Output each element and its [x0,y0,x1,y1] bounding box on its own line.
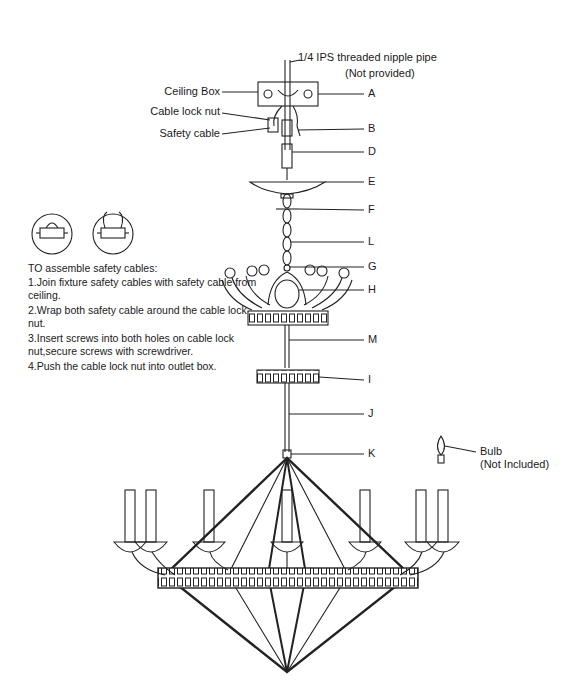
part-name: Ceiling Box [164,85,220,98]
candle-cup [135,542,167,552]
candle-sleeve [438,490,448,542]
candle-sleeve [416,490,426,542]
callout-letter: M [368,333,377,346]
callout-letter: J [368,407,374,420]
part-name: Safety cable [159,127,220,140]
candle-cup [349,542,381,552]
candle-sleeve [204,490,214,542]
candle-sleeve [125,490,135,542]
instruction-step: 4.Push the cable lock nut into outlet bo… [28,360,266,373]
instruction-step: 1.Join fixture safety cables with safety… [28,276,266,302]
instruction-step: 3.Insert screws into both holes on cable… [28,332,266,358]
callout-letter: F [368,203,375,216]
instruction-heading: TO assemble safety cables: [28,262,266,275]
callout-letter: H [368,283,376,296]
part-note: (Not provided) [345,67,415,80]
part-note: (Not Included) [480,458,549,471]
callout-letter: D [368,145,376,158]
candle-sleeve [360,490,370,542]
callout-letter: A [368,87,375,100]
instruction-step: 2.Wrap both safety cable around the cabl… [28,304,266,330]
callout-letter: L [368,235,374,248]
callout-letter: G [368,260,377,273]
candle-cup [193,542,225,552]
candle-sleeve [146,490,156,542]
callout-letter: B [368,122,375,135]
candle-cup [114,542,146,552]
candle-cup [427,542,459,552]
callout-letter: E [368,175,375,188]
part-name: Bulb [480,445,502,458]
callout-letter: K [368,447,375,460]
candle-sleeve [282,490,292,542]
candle-cup [271,542,303,552]
part-note: 1/4 IPS threaded nipple pipe [298,51,437,64]
part-name: Cable lock nut [150,105,220,118]
callout-letter: I [368,373,371,386]
